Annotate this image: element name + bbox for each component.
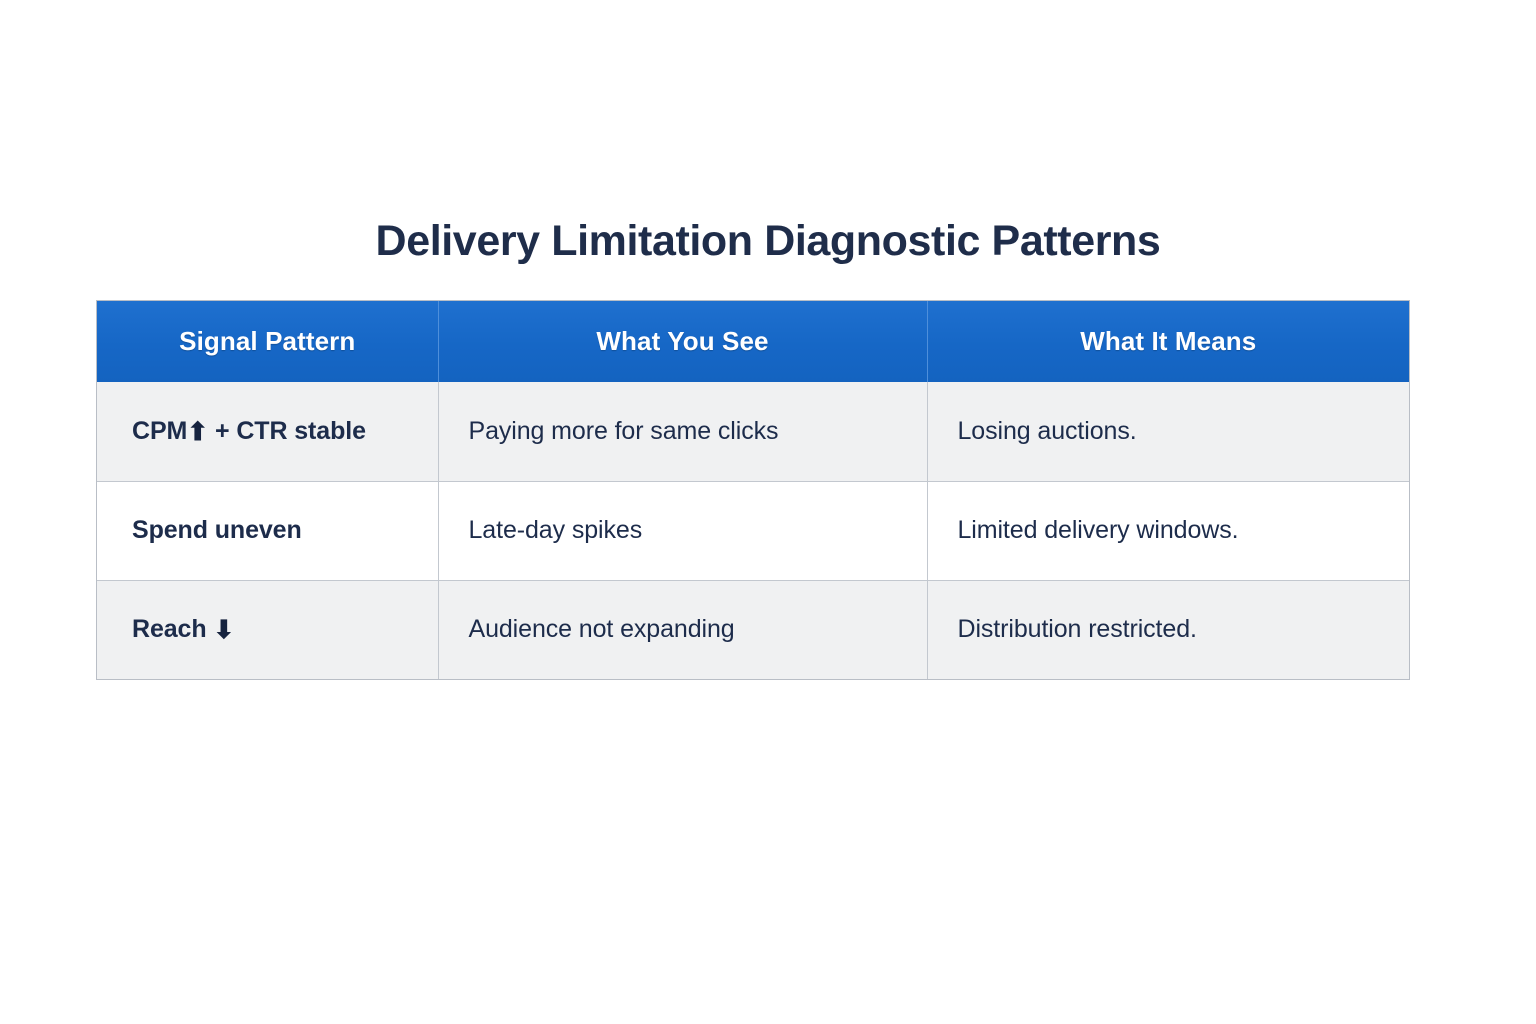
signal-label: Reach <box>132 615 207 644</box>
cell-what-it-means: Distribution restricted. <box>927 580 1409 679</box>
cell-what-it-means: Losing auctions. <box>927 382 1409 482</box>
table-row: CPM⬆ + CTR stable Paying more for same c… <box>97 382 1409 482</box>
table-body: CPM⬆ + CTR stable Paying more for same c… <box>97 382 1409 679</box>
cell-signal-pattern: CPM⬆ + CTR stable <box>97 382 439 482</box>
table-row: Reach ⬇ Audience not expanding Distribut… <box>97 580 1409 679</box>
page-title: Delivery Limitation Diagnostic Patterns <box>375 217 1161 265</box>
signal-suffix: + CTR stable <box>214 416 366 445</box>
table-header-row: Signal Pattern What You See What It Mean… <box>97 301 1409 382</box>
column-header-what-you-see[interactable]: What You See <box>438 301 928 382</box>
table-header: Signal Pattern What You See What It Mean… <box>97 301 1409 382</box>
arrow-up-icon: ⬆ <box>187 417 209 446</box>
diagnostic-table-container: Signal Pattern What You See What It Mean… <box>96 300 1410 680</box>
diagnostic-table: Signal Pattern What You See What It Mean… <box>97 301 1409 679</box>
cell-what-you-see: Audience not expanding <box>438 580 928 679</box>
table-row: Spend uneven Late-day spikes Limited del… <box>97 481 1409 581</box>
column-header-what-it-means[interactable]: What It Means <box>927 301 1409 382</box>
cell-signal-pattern: Reach ⬇ <box>97 580 439 679</box>
column-header-signal-pattern[interactable]: Signal Pattern <box>97 301 439 382</box>
signal-label: Spend uneven <box>132 516 302 544</box>
arrow-down-icon: ⬇ <box>213 616 235 645</box>
signal-label: CPM <box>132 416 188 445</box>
cell-signal-pattern: Spend uneven <box>97 481 439 581</box>
cell-what-it-means: Limited delivery windows. <box>927 481 1409 581</box>
cell-what-you-see: Paying more for same clicks <box>438 382 928 482</box>
cell-what-you-see: Late-day spikes <box>438 481 928 581</box>
